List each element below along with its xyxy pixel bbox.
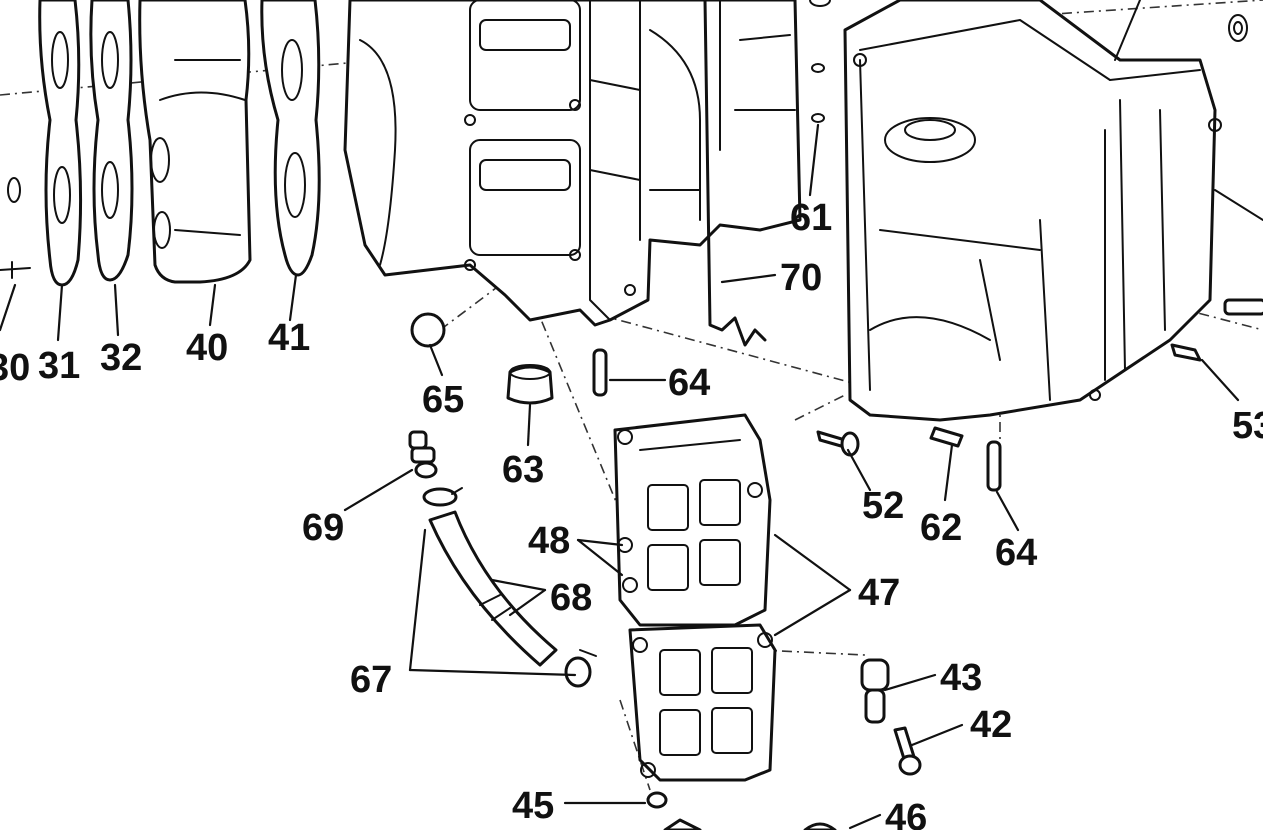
fitting-42 [893, 726, 922, 776]
gasket-32 [89, 0, 134, 282]
callout-64-left: 64 [668, 362, 710, 404]
clamp-top [422, 487, 463, 507]
callout-52: 52 [862, 485, 904, 527]
cap-63 [506, 364, 554, 405]
leader-lines [0, 123, 1240, 830]
hose-68 [428, 510, 558, 667]
callout-30: 30 [0, 347, 30, 389]
washers-61 [809, 0, 831, 123]
callout-41: 41 [268, 317, 310, 359]
callout-45: 45 [512, 785, 554, 827]
dowel-pin-64-right [986, 440, 1002, 492]
reed-plate-upper [613, 413, 772, 627]
crankcase [843, 0, 1263, 422]
washer-right-top [1228, 14, 1248, 42]
fitting-69 [408, 430, 438, 479]
callout-43: 43 [940, 657, 982, 699]
callout-61: 61 [790, 197, 832, 239]
bolt-52 [816, 430, 860, 457]
cover-plate-40 [138, 0, 252, 284]
callout-70: 70 [780, 257, 822, 299]
gasket-31 [38, 0, 83, 287]
fitting-43 [860, 658, 890, 724]
callout-62: 62 [920, 507, 962, 549]
parts-46 [663, 818, 837, 830]
o-ring-65 [410, 312, 446, 348]
pin-62 [929, 426, 964, 448]
callout-63: 63 [502, 449, 544, 491]
dowel-pin-64-left [592, 348, 608, 397]
callout-65: 65 [422, 379, 464, 421]
small-bolt-30 [0, 177, 31, 279]
cylinder-housing [343, 0, 802, 327]
callout-64-right: 64 [995, 532, 1037, 574]
gasket-41 [260, 0, 321, 277]
callout-69: 69 [302, 507, 344, 549]
callout-68: 68 [550, 577, 592, 619]
reed-plate-lower [628, 623, 777, 782]
washer-45 [646, 791, 668, 809]
callout-32: 32 [100, 337, 142, 379]
callout-67: 67 [350, 659, 392, 701]
clamp-bottom [564, 649, 597, 688]
callout-42: 42 [970, 704, 1012, 746]
callout-46: 46 [885, 797, 927, 830]
bolt-53 [1170, 298, 1263, 362]
callout-31: 31 [38, 345, 80, 387]
wire-70 [703, 0, 767, 347]
callout-48: 48 [528, 520, 570, 562]
callout-40: 40 [186, 327, 228, 369]
callout-47: 47 [858, 572, 900, 614]
callout-53: 53 [1232, 405, 1263, 447]
callout-labels: 30 31 32 40 41 61 70 65 64 63 69 48 68 6… [0, 197, 1263, 830]
